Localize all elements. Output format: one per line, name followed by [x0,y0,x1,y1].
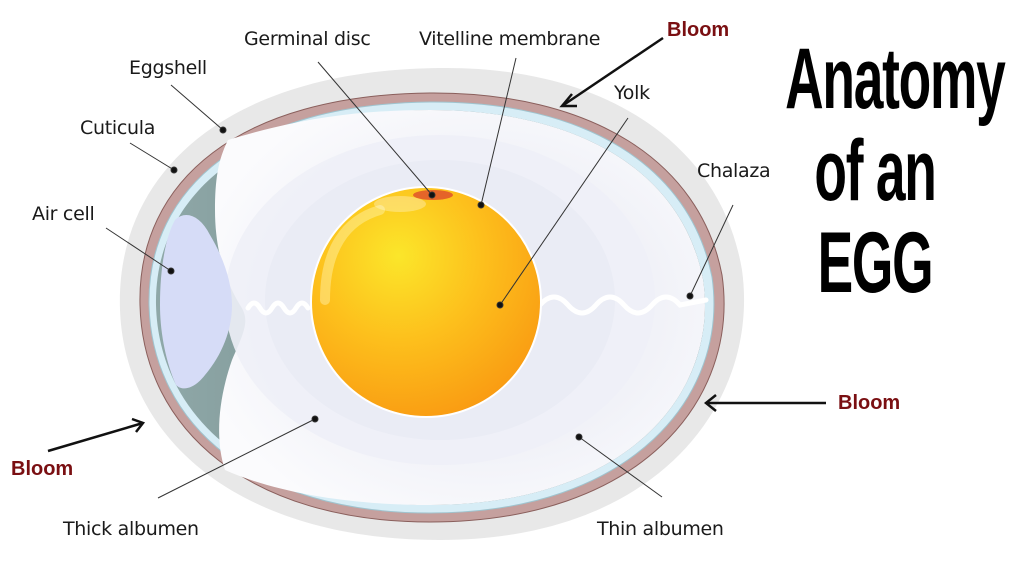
label-bloom-right: Bloom [838,392,901,414]
label-bloom-top: Bloom [667,19,730,41]
label-chalaza: Chalaza [697,160,771,182]
label-germinal-disc: Germinal disc [244,28,371,50]
label-vitelline-membrane: Vitelline membrane [419,28,601,50]
leader-lines [105,57,734,499]
label-air-cell: Air cell [32,203,95,225]
bloom-arrow-right [703,394,826,412]
page-title: Anatomy of an EGG [730,36,1020,306]
label-yolk: Yolk [614,82,650,104]
label-thin-albumen: Thin albumen [597,518,724,540]
label-eggshell: Eggshell [129,57,207,79]
chalaza-right [537,294,709,316]
title-line-3: EGG [817,215,934,311]
chalaza-left [245,300,311,316]
bloom-arrow-left [47,417,146,453]
bloom-arrow-top [559,36,664,108]
yolk [310,186,542,418]
title-line-2: of an [814,123,936,219]
title-line-1: Anatomy [785,31,1006,127]
label-bloom-left: Bloom [11,458,74,480]
air-cell [160,215,232,389]
label-thick-albumen: Thick albumen [63,518,199,540]
label-cuticula: Cuticula [80,117,156,139]
